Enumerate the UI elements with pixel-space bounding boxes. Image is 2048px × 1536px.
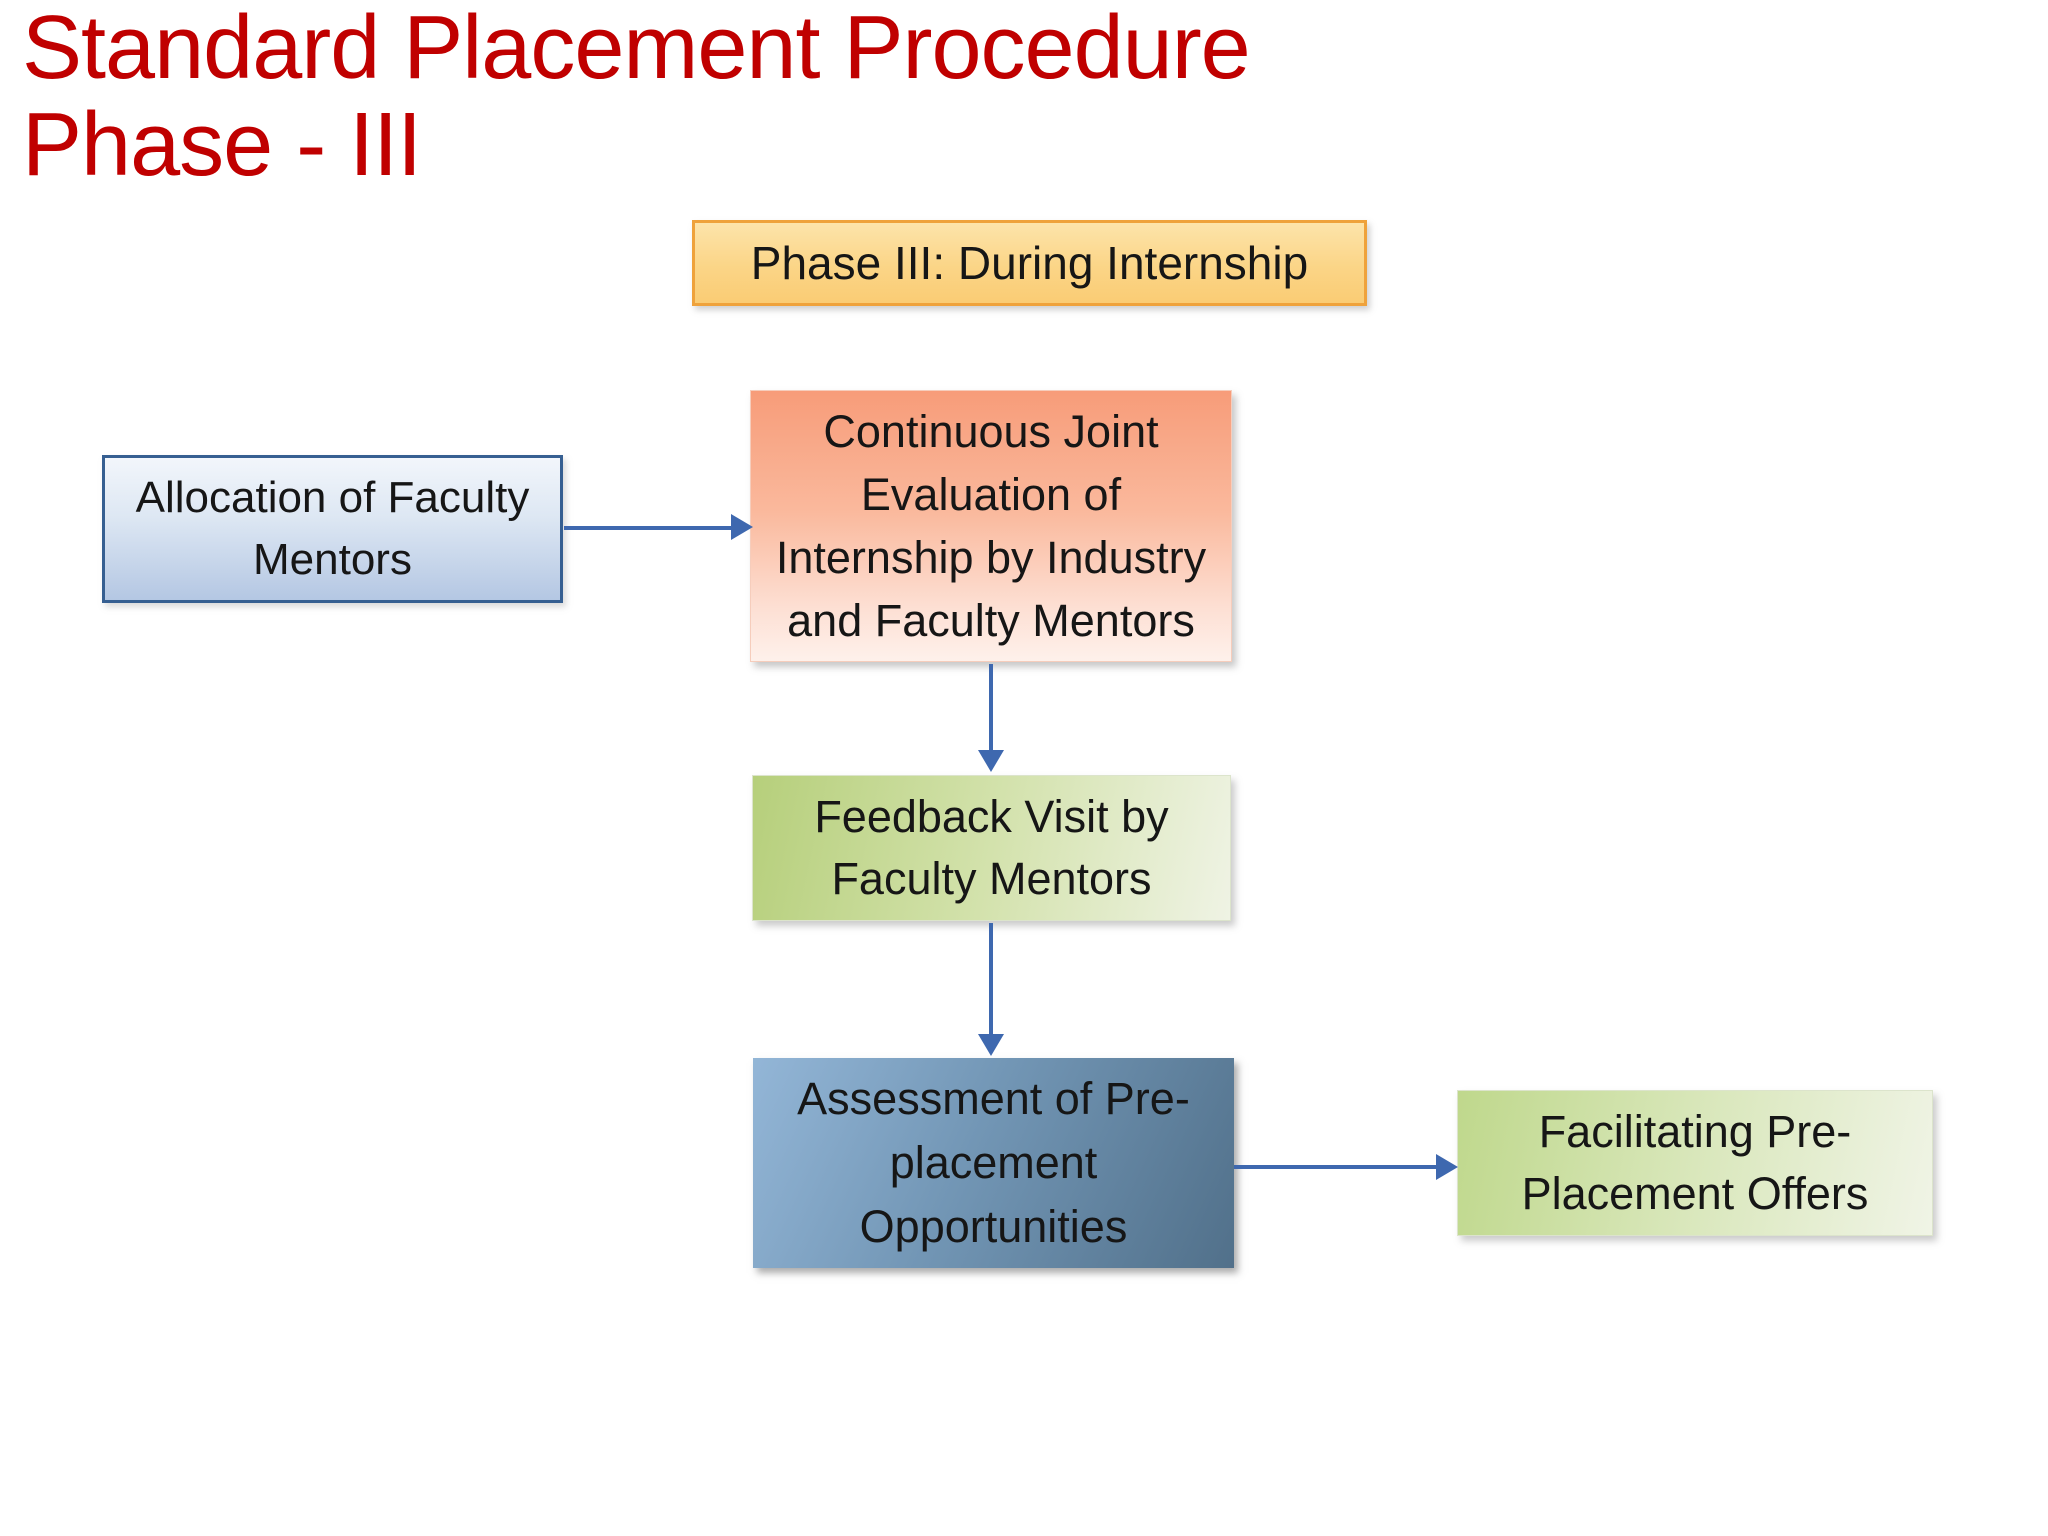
slide-title: Standard Placement Procedure Phase - III: [22, 0, 1251, 195]
flow-node-label: Facilitating Pre-Placement Offers: [1521, 1106, 1869, 1219]
flow-node-continuous-joint-evaluation: Continuous Joint Evaluation of Internshi…: [750, 390, 1232, 662]
phase-banner-label: Phase III: During Internship: [750, 237, 1309, 289]
arrow-assessment-to-offers-line: [1234, 1165, 1438, 1169]
arrow-down-icon: [978, 1034, 1004, 1056]
arrow-allocation-to-evaluation-line: [564, 526, 734, 530]
arrow-down-icon: [978, 750, 1004, 772]
flow-node-label: Feedback Visit by Faculty Mentors: [814, 791, 1169, 904]
flow-node-feedback-visit: Feedback Visit by Faculty Mentors: [752, 775, 1231, 921]
flow-node-allocation-of-faculty-mentors: Allocation of Faculty Mentors: [102, 455, 563, 603]
flow-node-assessment-preplacement: Assessment of Pre-placement Opportunitie…: [753, 1058, 1234, 1268]
flow-node-facilitating-offers: Facilitating Pre-Placement Offers: [1457, 1090, 1933, 1236]
slide-title-line1: Standard Placement Procedure: [22, 0, 1251, 98]
arrow-evaluation-to-feedback-line: [989, 664, 993, 754]
arrow-feedback-to-assessment-line: [989, 923, 993, 1037]
arrow-right-icon: [731, 514, 753, 540]
flow-node-label: Continuous Joint Evaluation of Internshi…: [775, 406, 1207, 646]
flow-node-label: Assessment of Pre-placement Opportunitie…: [797, 1073, 1190, 1252]
arrow-right-icon: [1436, 1154, 1458, 1180]
flow-node-label: Allocation of Faculty Mentors: [135, 473, 530, 584]
phase-banner: Phase III: During Internship: [692, 220, 1367, 306]
slide-title-line2: Phase - III: [22, 95, 422, 195]
